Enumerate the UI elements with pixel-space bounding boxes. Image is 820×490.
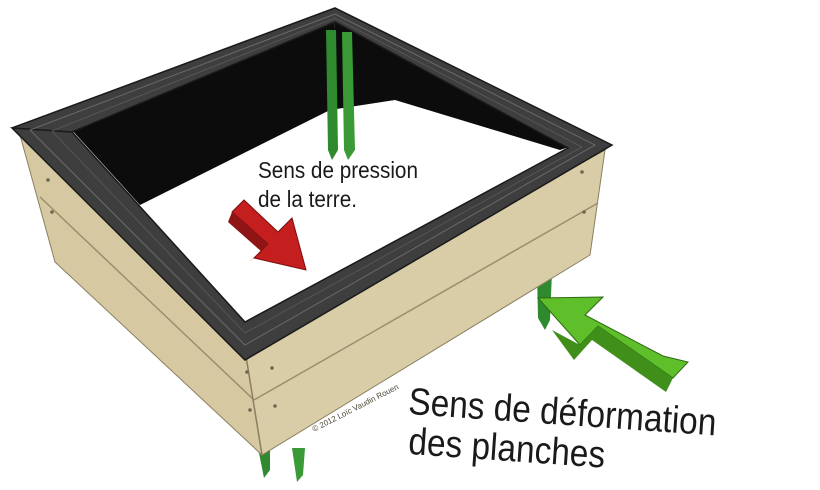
bed-floor xyxy=(140,100,560,318)
stake-back-2 xyxy=(342,32,355,160)
frame-groove-outer xyxy=(29,13,597,346)
plank-seam-left xyxy=(39,196,255,401)
corner-edge xyxy=(244,349,263,456)
pressure-label-line1: Sens de pression xyxy=(258,157,418,183)
top-frame xyxy=(10,7,614,361)
arrow-down-right-icon-shade xyxy=(228,212,268,262)
pressure-label-line2: de la terre. xyxy=(258,186,357,212)
frame-groove-inner xyxy=(51,17,584,334)
arrow-up-left-icon-shade xyxy=(552,326,673,392)
arrow-up-left-icon xyxy=(536,296,689,379)
screws xyxy=(46,170,586,412)
stake-front-2 xyxy=(292,448,305,482)
stake-front-1 xyxy=(258,448,270,478)
stake-back-1 xyxy=(326,30,338,160)
inner-back-wall-left xyxy=(70,20,335,205)
plank-seam-right xyxy=(253,202,599,401)
